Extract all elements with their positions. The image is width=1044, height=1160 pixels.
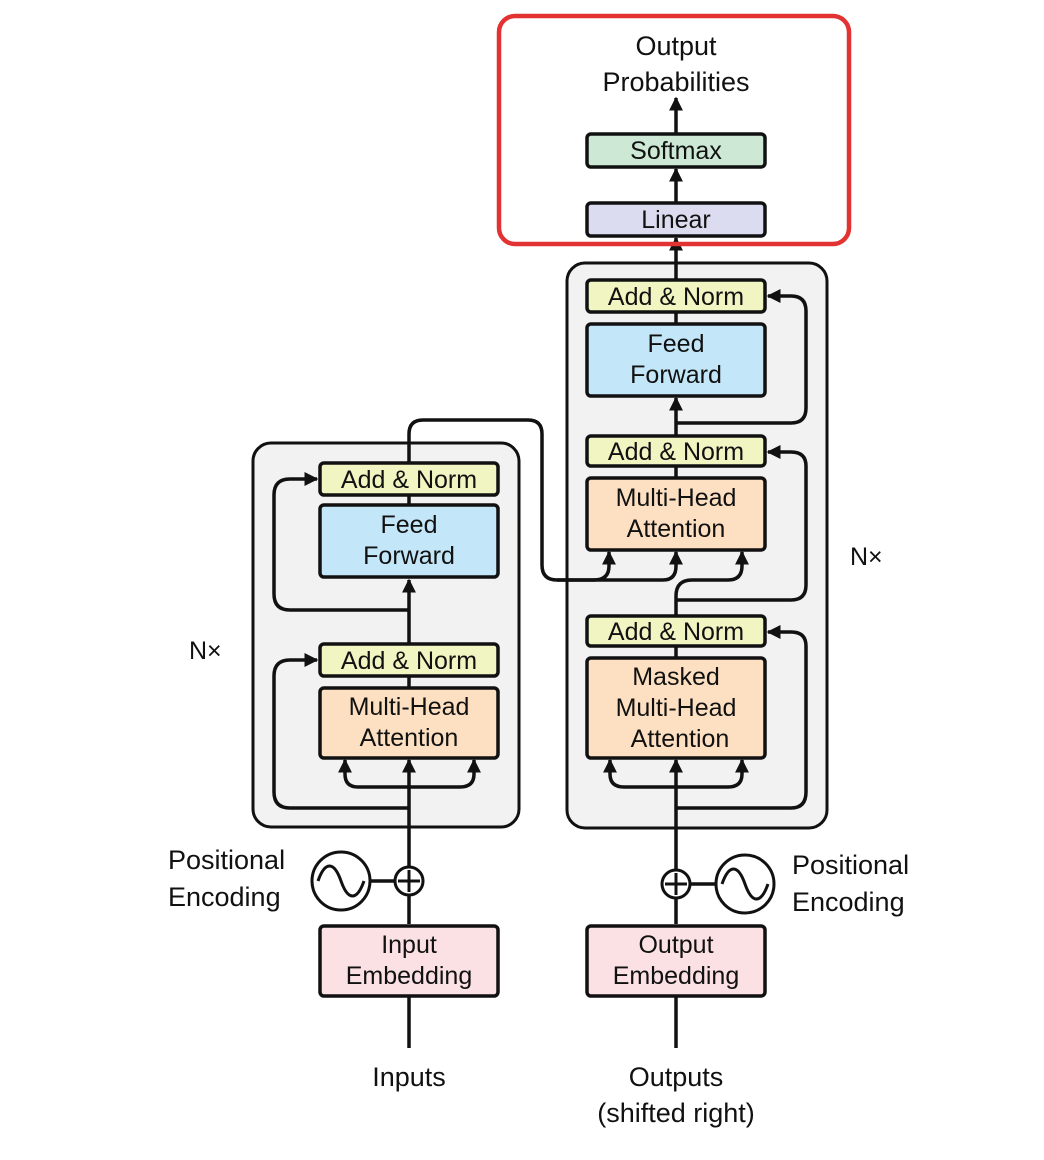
encoder-positional-label-2: Encoding [168, 882, 281, 912]
decoder-multi-head-attention [585, 476, 767, 552]
decoder-feed-forward [585, 322, 767, 398]
encoder-positional-label-1: Positional [168, 845, 285, 875]
decoder-feed-forward-label-2: Forward [630, 361, 722, 389]
input-embedding [318, 924, 500, 998]
input-embedding-label-1: Input [381, 931, 437, 959]
encoder-add-norm-top [318, 461, 500, 497]
encoder-mha-label-2: Attention [360, 724, 459, 752]
output-probabilities-label-1: Output [635, 31, 717, 61]
encoder-add-norm-top-label: Add & Norm [341, 466, 477, 494]
output-head-highlight [496, 13, 852, 247]
softmax-layer [585, 132, 767, 169]
output-embedding-label-1: Output [638, 931, 713, 959]
input-embedding-label-2: Embedding [346, 962, 472, 990]
outputs-label-1: Outputs [629, 1062, 724, 1092]
softmax-label: Softmax [630, 137, 722, 165]
encoder-stack [251, 441, 521, 829]
decoder-masked-attention [585, 656, 767, 760]
decoder-masked-label-3: Attention [631, 725, 730, 753]
decoder-add-norm-bottom [585, 614, 767, 648]
encoder-feed-forward [318, 503, 500, 579]
linear-layer [585, 201, 767, 238]
decoder-feed-forward-label-1: Feed [648, 330, 705, 358]
encoder-multi-head-attention [318, 686, 500, 760]
decoder-positional-label-2: Encoding [792, 887, 905, 917]
encoder-mha-label-1: Multi-Head [349, 693, 470, 721]
encoder-add-norm-bottom [318, 642, 500, 678]
decoder-positional-label-1: Positional [792, 850, 909, 880]
decoder-add-norm-top-label: Add & Norm [608, 283, 744, 311]
encoder-add-norm-bottom-label: Add & Norm [341, 647, 477, 675]
linear-label: Linear [641, 206, 711, 234]
decoder-add-norm-top [585, 278, 767, 314]
decoder-add-norm-mid-label: Add & Norm [608, 438, 744, 466]
decoder-add-norm-mid [585, 434, 767, 468]
encoder-nx-label: N× [189, 637, 222, 665]
output-embedding [585, 924, 767, 998]
outputs-label-2: (shifted right) [597, 1098, 755, 1128]
decoder-add-norm-bottom-label: Add & Norm [608, 618, 744, 646]
output-probabilities-label-2: Probabilities [602, 67, 749, 97]
output-embedding-label-2: Embedding [613, 962, 739, 990]
encoder-feed-forward-label-2: Forward [363, 542, 455, 570]
decoder-masked-label-2: Multi-Head [616, 694, 737, 722]
connection-lines [272, 96, 808, 1048]
decoder-nx-label: N× [850, 543, 883, 571]
inputs-label: Inputs [372, 1062, 446, 1092]
decoder-mha-label-2: Attention [627, 515, 726, 543]
encoder-feed-forward-label-1: Feed [381, 511, 438, 539]
decoder-mha-label-1: Multi-Head [616, 484, 737, 512]
decoder-masked-label-1: Masked [632, 663, 720, 691]
